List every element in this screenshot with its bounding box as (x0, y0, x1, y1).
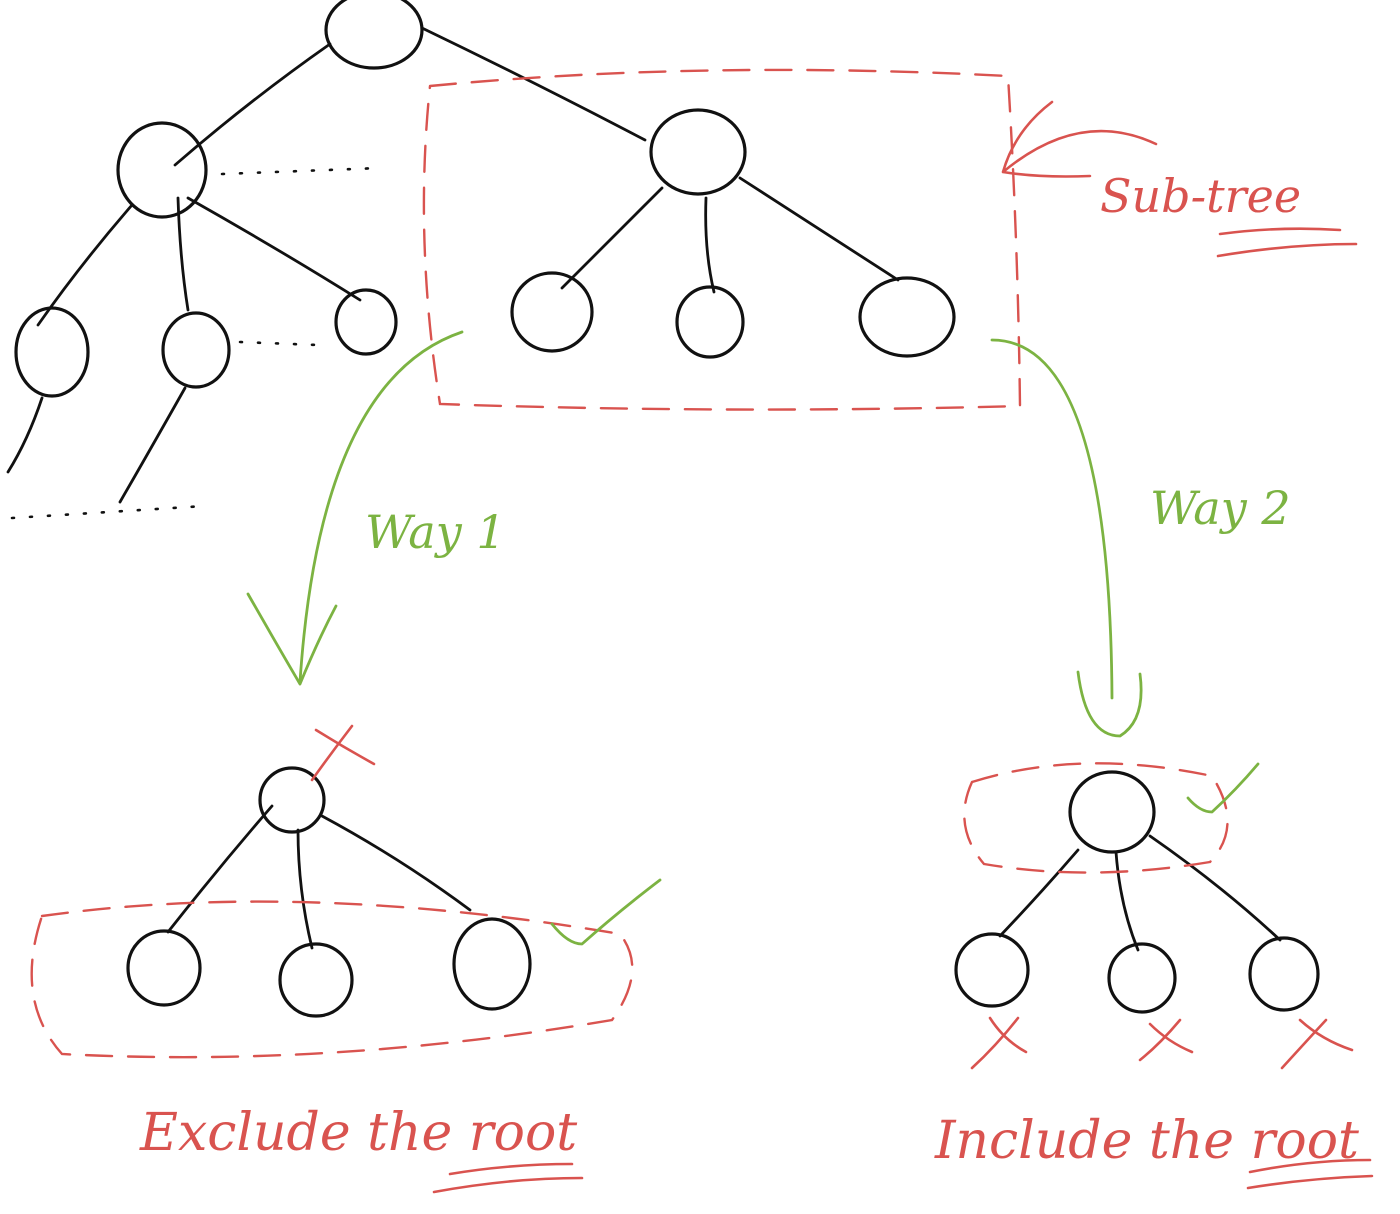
edge-root-right (420, 26, 647, 142)
subtree-pointer-arrow (1001, 100, 1158, 178)
way1-label: Way 1 (365, 505, 506, 559)
tree-node-right-child3 (858, 276, 956, 358)
include-label: Include the root (934, 1111, 1359, 1171)
edge-left-child2 (176, 196, 190, 312)
tree-node-root (324, 0, 424, 70)
include-underline (1246, 1158, 1374, 1190)
exclude-child-node1 (126, 929, 202, 1007)
include-edge3 (1148, 834, 1282, 942)
tree-node-left-child1 (14, 306, 90, 398)
exclude-child-node3 (452, 917, 532, 1011)
top-tree (6, 0, 956, 520)
way-arrows: Way 1 Way 2 (246, 330, 1291, 738)
include-child-node2 (1107, 942, 1177, 1014)
exclude-children-dashed-loop (30, 900, 634, 1059)
exclude-edge1 (166, 804, 274, 934)
edge-right-child1 (560, 186, 664, 290)
exclude-children-check (550, 878, 662, 946)
dotted-left-children (238, 340, 320, 347)
tree-node-left (116, 121, 208, 219)
exclude-label: Exclude the root (139, 1103, 577, 1163)
include-root-tree: Include the root (934, 762, 1374, 1190)
exclude-underline (432, 1162, 584, 1194)
tree-node-left-child2 (161, 311, 231, 389)
dotted-left-to-subtree (220, 166, 382, 176)
include-root-dashed-loop (963, 762, 1229, 874)
include-root-node (1068, 770, 1156, 854)
edge-left-child1 (36, 203, 134, 327)
edge-right-child2 (704, 196, 716, 294)
include-child-cross1 (970, 1016, 1028, 1070)
edge-root-left (173, 42, 332, 167)
include-child-cross2 (1138, 1018, 1194, 1062)
subtree-underline (1216, 227, 1358, 258)
edge-leaf2-down (118, 386, 187, 504)
include-child-cross3 (1280, 1018, 1354, 1070)
way1-arrowhead (246, 592, 338, 686)
way1-arrow-curve (298, 330, 464, 684)
dotted-bottom (10, 504, 207, 520)
subtree-dashed-box (422, 68, 1022, 411)
exclude-child-node2 (278, 942, 354, 1018)
tree-node-right-child1 (510, 271, 594, 353)
subtree-label: Sub-tree (1100, 169, 1301, 223)
way2-label: Way 2 (1150, 481, 1291, 535)
exclude-edge2 (296, 828, 314, 950)
exclude-edge3 (320, 814, 472, 912)
edge-left-child3 (186, 196, 362, 302)
include-root-check (1186, 762, 1260, 814)
tree-node-right-child2 (675, 285, 745, 359)
way2-arrowhead (1076, 670, 1143, 738)
edge-leaf1-down (6, 396, 44, 474)
include-edge2 (1114, 850, 1140, 952)
tree-node-right (649, 108, 747, 196)
include-child-node1 (954, 932, 1030, 1008)
include-child-node3 (1248, 936, 1320, 1012)
exclude-root-node (258, 766, 326, 834)
edge-right-child3 (738, 176, 900, 282)
exclude-root-cross (310, 724, 376, 782)
tree-node-left-child3 (334, 288, 398, 356)
include-edge1 (998, 848, 1080, 938)
way2-arrow-curve (990, 338, 1114, 700)
exclude-root-tree: Exclude the root (30, 724, 662, 1194)
subtree-highlight: Sub-tree (422, 68, 1358, 411)
